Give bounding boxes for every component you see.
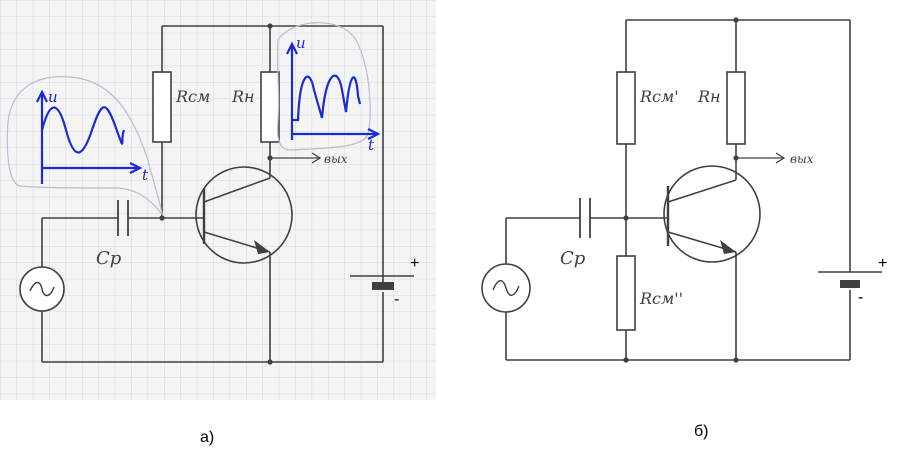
figure-b: + - вых Rсм' Rн Cр Rсм'' б) <box>481 17 887 440</box>
load-resistor-a <box>260 71 280 143</box>
input-inset-x-label: t <box>142 166 149 184</box>
ac-source-a <box>19 266 65 312</box>
bias-resistor-a <box>152 71 172 143</box>
transistor-b <box>663 165 761 263</box>
battery-minus-label-a: - <box>394 291 399 308</box>
emitter-arrow-a <box>254 240 270 254</box>
output-inset-x-label: t <box>368 136 375 154</box>
output-label-a: вых <box>324 152 348 166</box>
bias-resistor-label-a: Rсм <box>175 87 210 106</box>
caption-b: б) <box>694 423 709 440</box>
grid-lines <box>0 0 436 400</box>
circuit-b-wires <box>505 19 851 361</box>
coupling-capacitor-b <box>579 198 591 238</box>
lower-bias-resistor-b <box>616 255 636 331</box>
ac-source-b <box>481 263 531 313</box>
output-waveform-inset: u t <box>276 22 381 154</box>
input-inset-y-label: u <box>48 88 58 106</box>
transistor-a <box>195 166 293 264</box>
output-label-b: вых <box>790 152 814 166</box>
output-arrow-a <box>270 152 322 164</box>
figure-a: + - вых Rсм Rн Cр <box>0 0 436 446</box>
battery-plus-label-a: + <box>410 255 419 272</box>
upper-bias-resistor-b <box>616 71 636 145</box>
lower-bias-resistor-label-b: Rсм'' <box>639 289 683 308</box>
output-inset-y-label: u <box>296 34 306 52</box>
emitter-arrow-b <box>720 240 736 254</box>
battery-b <box>818 271 882 288</box>
load-resistor-b <box>726 71 746 145</box>
battery-plus-label-b: + <box>878 255 887 272</box>
battery-minus-label-b: - <box>858 289 863 306</box>
capacitor-label-b: Cр <box>560 248 586 269</box>
input-waveform-inset: u t <box>6 76 163 216</box>
capacitor-label-a: Cр <box>96 248 122 269</box>
junction-dots-a <box>159 23 273 365</box>
load-resistor-label-a: Rн <box>231 87 255 106</box>
upper-bias-resistor-label-b: Rсм' <box>639 87 679 106</box>
load-resistor-label-b: Rн <box>697 87 721 106</box>
battery-a <box>350 275 414 290</box>
coupling-capacitor-a <box>117 200 129 236</box>
caption-a: а) <box>200 429 214 446</box>
output-arrow-b <box>736 152 786 164</box>
circuit-a-wires <box>41 25 384 363</box>
junction-dots-b <box>623 17 739 363</box>
